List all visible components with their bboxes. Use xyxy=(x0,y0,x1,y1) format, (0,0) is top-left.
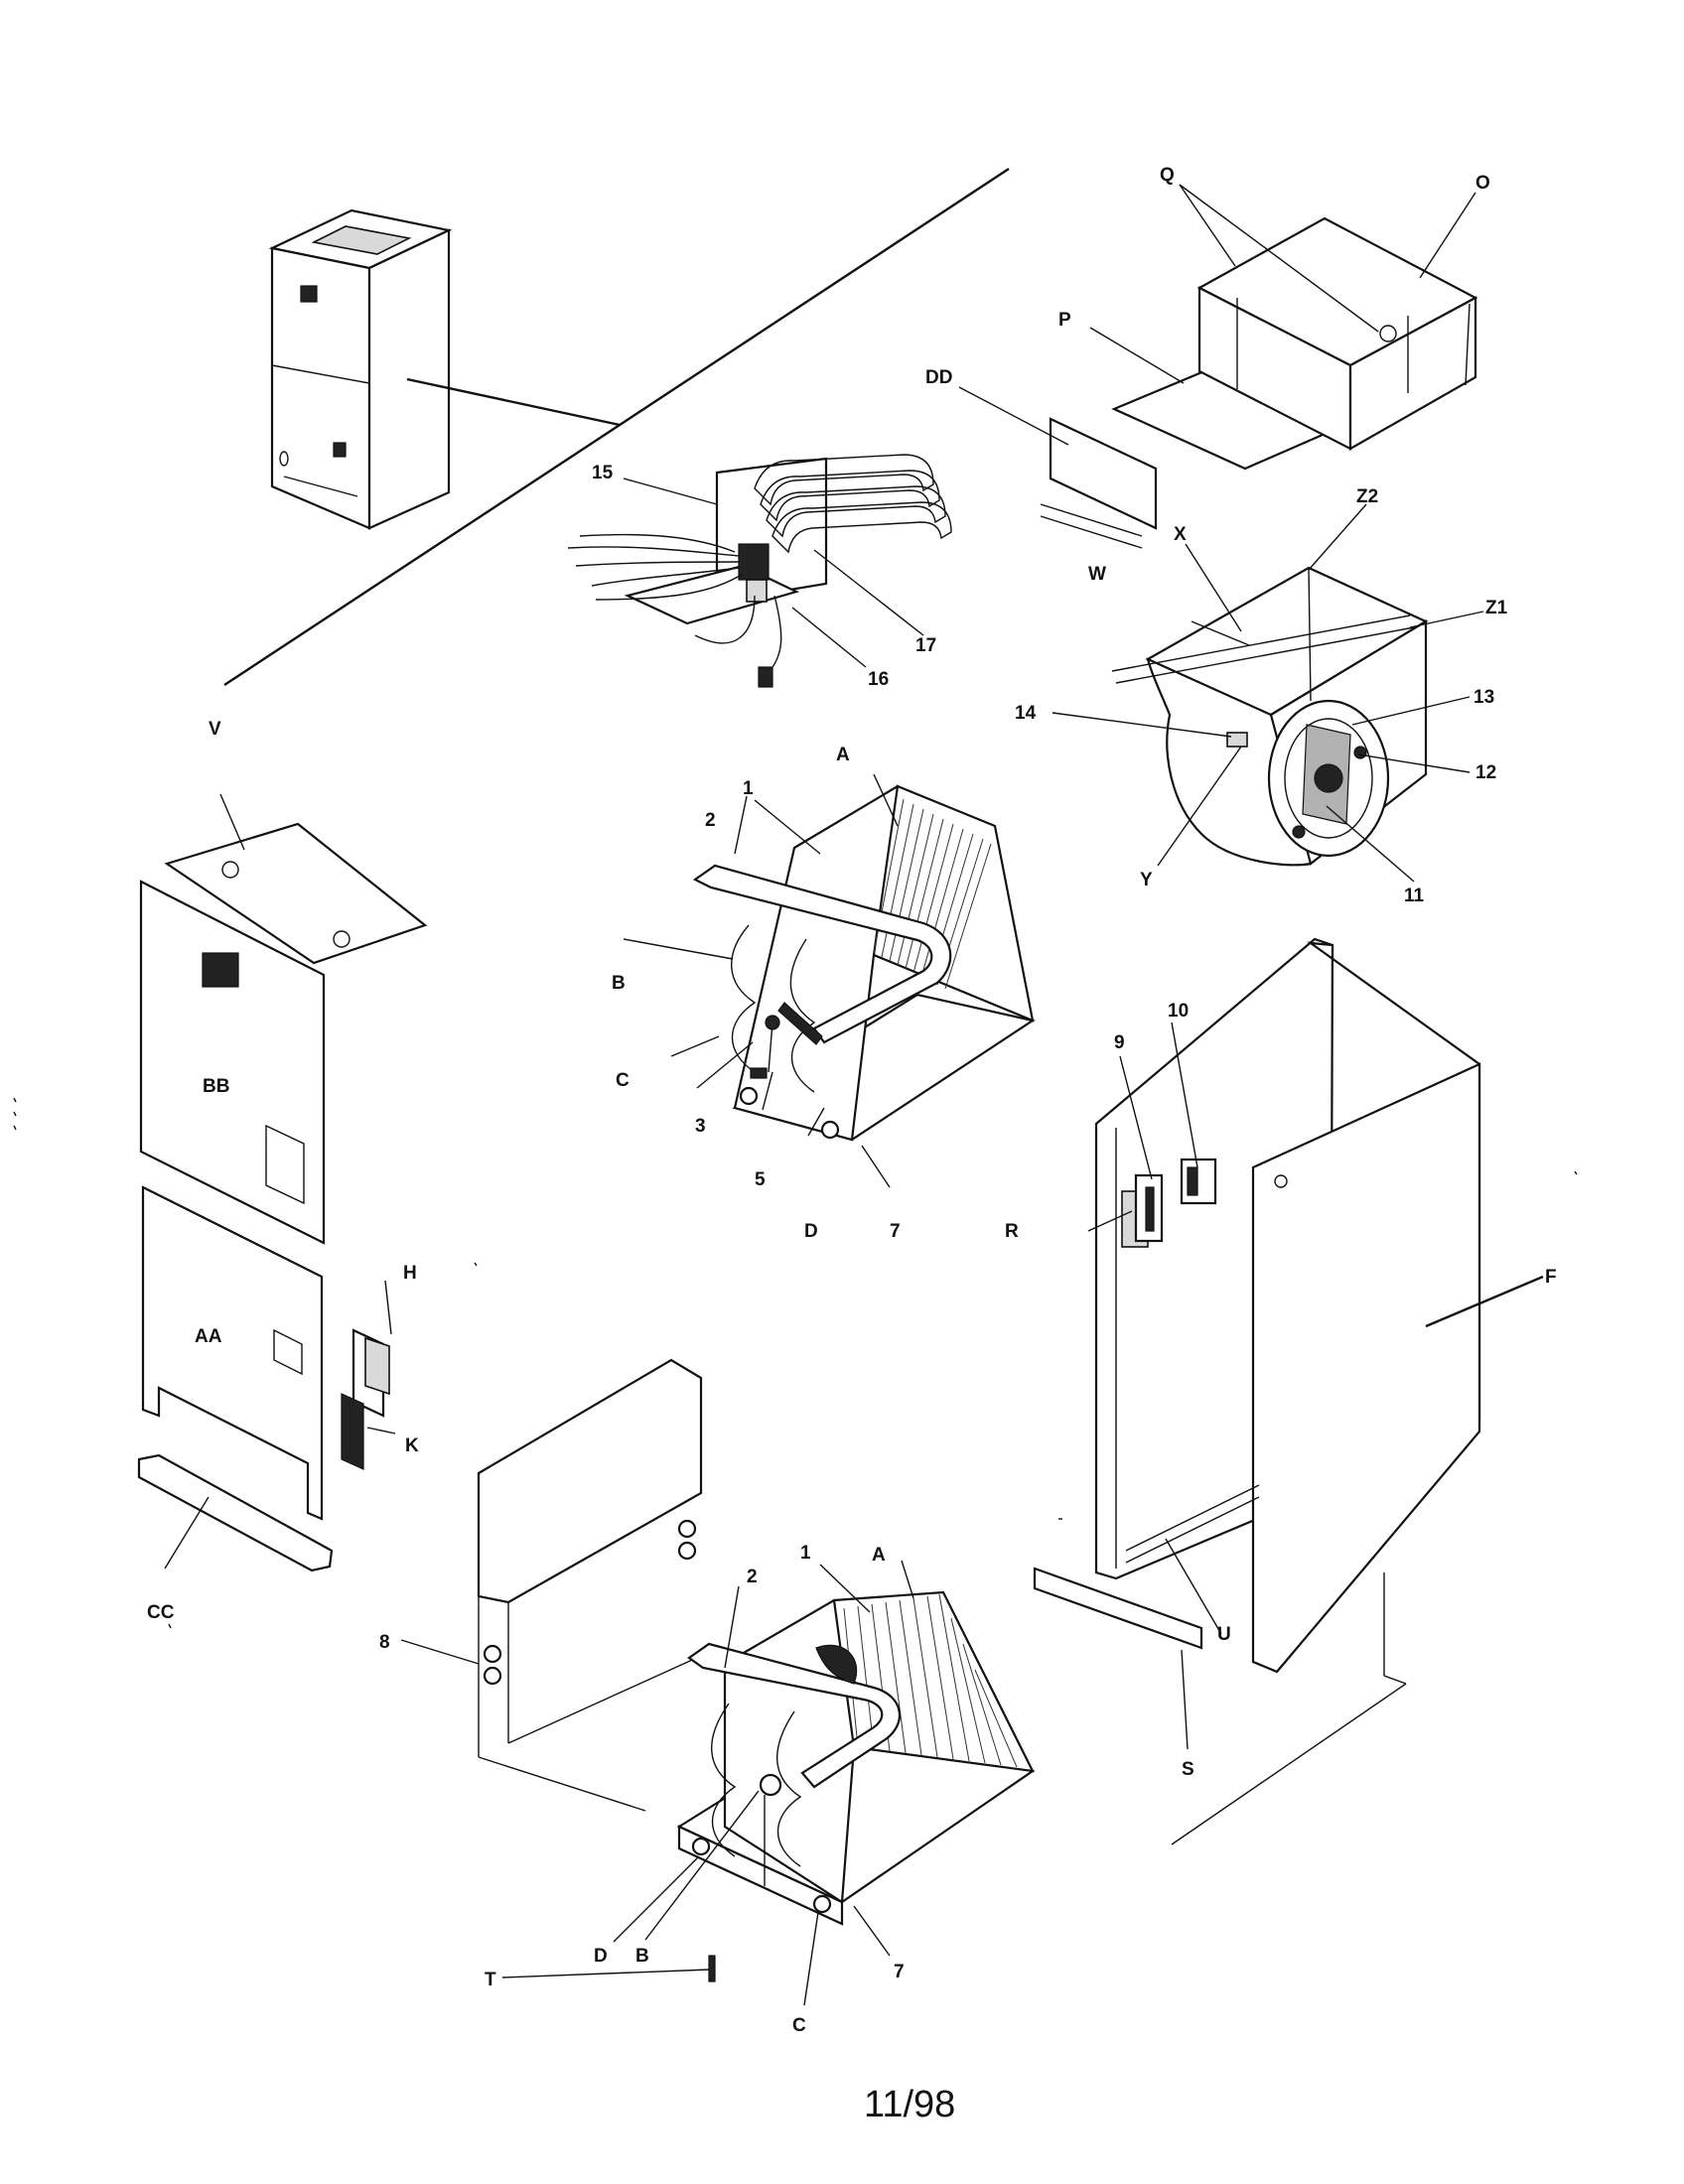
label-11: 11 xyxy=(1404,886,1425,906)
label-A-lower: A xyxy=(872,1545,886,1566)
label-X: X xyxy=(1174,524,1187,545)
label-2-upper: 2 xyxy=(705,810,716,831)
label-O: O xyxy=(1475,173,1490,194)
blower-assembly-illustration xyxy=(1052,503,1484,883)
label-B-lower: B xyxy=(635,1946,649,1967)
label-15: 15 xyxy=(592,463,614,483)
label-V: V xyxy=(209,719,221,740)
label-3: 3 xyxy=(695,1116,706,1137)
label-T: T xyxy=(485,1970,496,1990)
electric-heater-illustration xyxy=(567,454,952,688)
label-AA: AA xyxy=(195,1326,222,1347)
label-B-upper: B xyxy=(612,973,626,994)
label-DD: DD xyxy=(925,367,952,388)
label-16: 16 xyxy=(868,669,889,690)
cabinet-illustration xyxy=(1033,937,1544,1845)
label-S: S xyxy=(1182,1759,1194,1780)
label-R: R xyxy=(1005,1221,1019,1242)
label-8: 8 xyxy=(379,1632,390,1653)
label-U: U xyxy=(1217,1624,1231,1645)
label-9: 9 xyxy=(1114,1032,1125,1053)
label-2-lower: 2 xyxy=(747,1567,758,1587)
assembled-unit-illustration xyxy=(268,208,621,530)
label-17: 17 xyxy=(915,635,936,656)
label-W: W xyxy=(1088,564,1106,585)
label-10: 10 xyxy=(1168,1001,1189,1022)
part-labels: Q O P DD Z2 X W Z1 13 14 12 Y 11 15 17 1… xyxy=(147,165,1557,2036)
label-C-upper: C xyxy=(616,1070,630,1091)
label-5: 5 xyxy=(755,1169,766,1190)
panels-illustration xyxy=(137,793,428,1572)
upper-coil-illustration xyxy=(623,773,1036,1188)
label-CC: CC xyxy=(147,1602,175,1623)
label-D-lower: D xyxy=(594,1946,608,1967)
label-13: 13 xyxy=(1474,687,1494,708)
label-Y: Y xyxy=(1140,870,1153,890)
label-Q: Q xyxy=(1160,165,1175,186)
label-Z1: Z1 xyxy=(1485,598,1508,618)
label-7-lower: 7 xyxy=(894,1962,905,1982)
label-Z2: Z2 xyxy=(1356,486,1378,507)
label-7-upper: 7 xyxy=(890,1221,901,1242)
top-collar-illustration xyxy=(958,184,1478,549)
label-F: F xyxy=(1545,1267,1557,1288)
label-12: 12 xyxy=(1475,762,1496,783)
label-K: K xyxy=(405,1435,419,1456)
label-C-lower: C xyxy=(792,2015,806,2036)
label-A-upper: A xyxy=(836,745,850,765)
label-1-lower: 1 xyxy=(800,1543,811,1564)
section-divider-line xyxy=(223,167,1010,687)
label-1-upper: 1 xyxy=(743,778,754,799)
stray-marks xyxy=(13,1097,1578,1629)
page-footer-date: 11/98 xyxy=(864,2084,955,2125)
label-D-upper: D xyxy=(804,1221,818,1242)
label-14: 14 xyxy=(1015,703,1037,724)
label-BB: BB xyxy=(203,1076,229,1097)
lower-coil-illustration xyxy=(400,1358,1036,2006)
label-P: P xyxy=(1058,310,1071,331)
label-H: H xyxy=(403,1263,417,1284)
